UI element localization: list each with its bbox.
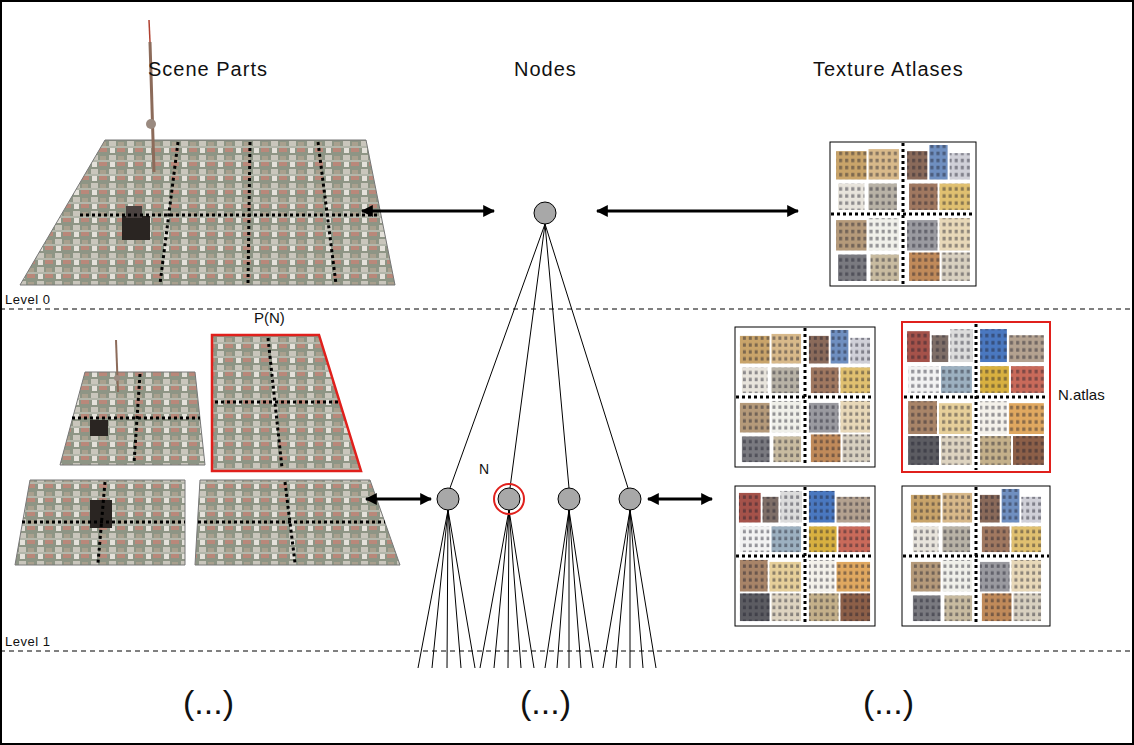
- ellipsis-label: (...): [863, 683, 914, 722]
- node-label: N.atlas: [1058, 386, 1105, 403]
- ellipsis-label: (...): [520, 683, 571, 722]
- column-heading: Nodes: [514, 58, 577, 81]
- level-label: Level 1: [5, 635, 50, 650]
- column-heading: Texture Atlases: [813, 58, 964, 81]
- node-label: P(N): [254, 309, 285, 326]
- selected-node-ring: N: [493, 483, 525, 515]
- trapezoid-outline: [211, 334, 362, 472]
- column-heading: Scene Parts: [148, 58, 268, 81]
- ellipsis-label: (...): [183, 683, 234, 722]
- atlas-outline: N.atlas: [901, 321, 1051, 473]
- node-label: N: [479, 461, 489, 477]
- level-label: Level 0: [5, 293, 50, 308]
- scene-part-outline: P(N): [211, 334, 362, 472]
